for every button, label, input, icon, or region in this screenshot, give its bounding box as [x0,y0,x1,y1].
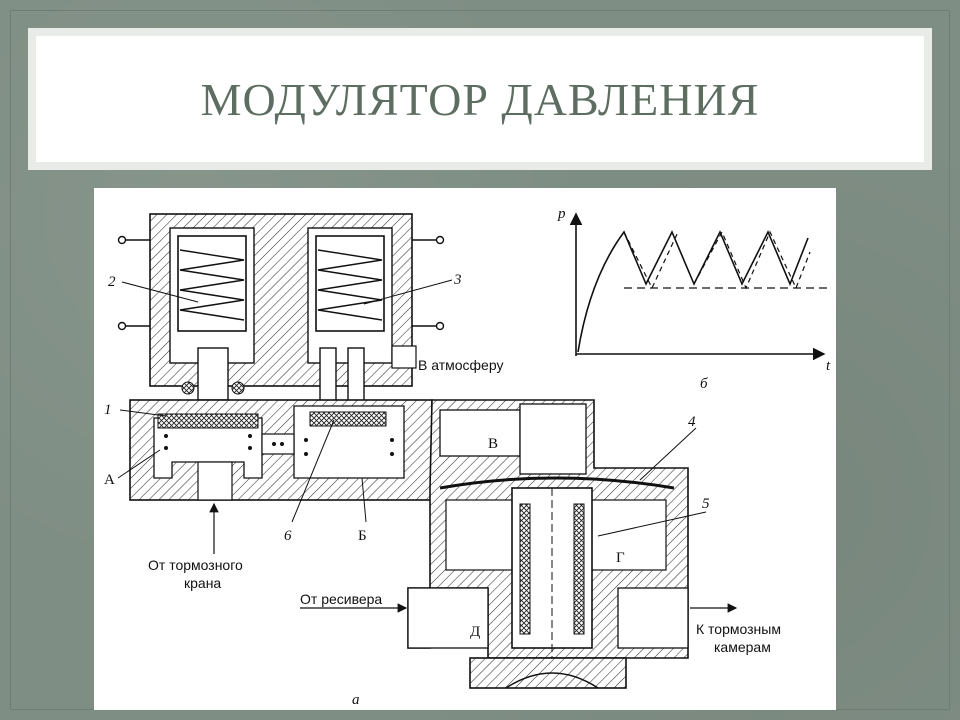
leader-lines [117,279,707,537]
subfigure-label-b: б [700,376,708,392]
callout-1: 1 [104,402,112,418]
label-from-brake-valve-1: От тормозного [148,557,243,573]
callout-cavity-g: Г [616,550,625,566]
callout-6: 6 [284,528,292,544]
callout-2: 2 [108,274,116,290]
pressure-curve-solid [577,230,809,353]
label-from-brake-valve-2: крана [184,575,221,591]
title-panel: Модулятор давления [28,28,932,170]
pressure-graph: p t [557,206,831,374]
diagram-panel: p t 2 3 1 А 6 Б В 4 5 Г Д [94,188,836,710]
label-to-atmosphere: В атмосферу [418,357,503,373]
label-from-receiver: От ресивера [300,591,382,607]
callout-4: 4 [688,414,696,430]
pressure-curve-dashed [623,230,811,290]
label-to-chambers-1: К тормозным [696,621,781,637]
callout-5: 5 [702,496,710,512]
callout-cavity-a: А [104,472,115,488]
callout-cavity-d: Д [470,624,480,640]
page-title: Модулятор давления [200,73,760,125]
pressure-modulator-diagram: p t 2 3 1 А 6 Б В 4 5 Г Д [104,206,831,708]
relay-valve-body [407,399,689,689]
title-inner: Модулятор давления [36,36,924,162]
terminal-pins [117,235,445,331]
flow-arrows [209,502,738,613]
callout-cavity-b: Б [358,528,367,544]
label-to-chambers-2: камерам [714,639,771,655]
callout-cavity-v: В [488,436,498,452]
valve-body-lower [129,399,433,501]
graph-xlabel: t [826,358,831,374]
graph-ylabel: p [557,206,566,222]
subfigure-label-a: а [352,692,360,708]
solenoid-housing [149,213,417,409]
callout-3: 3 [453,272,462,288]
